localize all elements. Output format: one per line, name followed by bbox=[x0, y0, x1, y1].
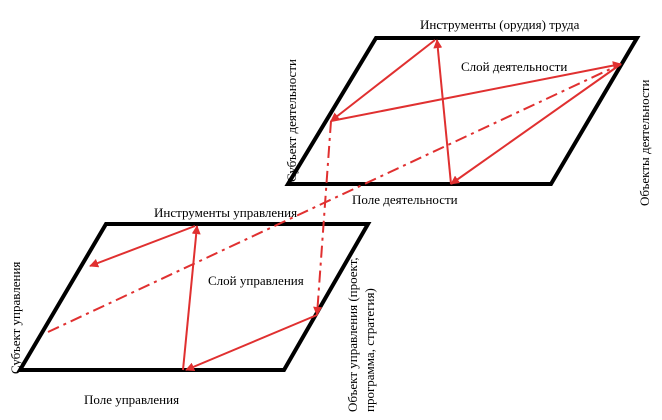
arrow-subject-to-objects-activity bbox=[330, 61, 622, 122]
management-field-label: Поле управления bbox=[84, 392, 179, 407]
arrow-objects-to-field-activity bbox=[450, 63, 622, 185]
activity-layer-plane bbox=[284, 36, 641, 186]
arrow-tools-to-subject-activity bbox=[330, 39, 436, 122]
arrow-field-to-tools-activity bbox=[433, 39, 452, 185]
arrow-tools-to-subject-management bbox=[89, 225, 196, 268]
activity-tools-label: Инструменты (орудия) труда bbox=[420, 17, 580, 32]
activity-subject-label: Субъект деятельности bbox=[284, 59, 299, 182]
management-tools-label: Инструменты управления bbox=[154, 205, 297, 220]
management-subject-label: Субъект управления bbox=[8, 262, 23, 374]
management-layer-label: Слой управления bbox=[208, 273, 304, 288]
management-layer-plane bbox=[16, 222, 372, 372]
management-object-label-line1: Объект управления (проект, bbox=[345, 257, 360, 412]
activity-field-label: Поле деятельности bbox=[352, 192, 458, 207]
dashdot-subject-activity-to-object-management bbox=[313, 120, 332, 316]
activity-objects-label: Объекты деятельности bbox=[637, 80, 652, 206]
dashdot-subject-management-to-objects-activity bbox=[47, 63, 622, 333]
arrow-object-to-field-management bbox=[185, 314, 318, 372]
activity-layer-label: Слой деятельности bbox=[461, 59, 567, 74]
management-object-label-line2: программа, стратегия) bbox=[362, 288, 377, 412]
arrow-field-to-tools-management bbox=[182, 225, 201, 371]
